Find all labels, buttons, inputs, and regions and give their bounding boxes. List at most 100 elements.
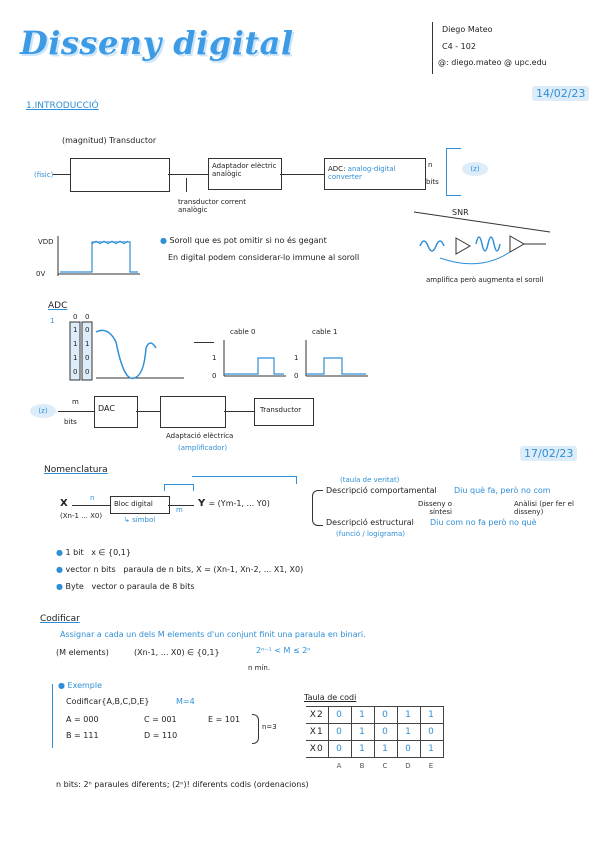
- adc-bit-top-2: 0: [85, 313, 90, 321]
- magnitud-label: (magnitud) Transductor: [62, 136, 157, 145]
- table-cell: 1: [350, 706, 375, 724]
- adc-sampling-graph: [69, 321, 184, 381]
- arrow-line: [224, 411, 254, 412]
- col-label: C: [382, 762, 389, 770]
- brace-shape: [164, 484, 194, 491]
- brace-shape: [252, 714, 259, 744]
- n3-label: n=3: [262, 723, 277, 731]
- bullet-key: vector n bits: [65, 565, 116, 574]
- bullet-1bit: ● 1 bit x ∈ {0,1}: [56, 548, 131, 557]
- col-label: D: [405, 762, 412, 770]
- table-cell: 1: [396, 723, 421, 741]
- snr-amplifier-diagram: [413, 211, 551, 265]
- adc-bit: 1: [73, 354, 78, 362]
- table-row: X2 0 1 0 1 1: [306, 706, 444, 724]
- adaptador-label: Adaptador elèctric analògic: [212, 162, 277, 178]
- fisic-label: (fisic): [34, 171, 54, 179]
- cable1-label: cable 1: [312, 328, 338, 336]
- adc-desc: analog-digital converter: [328, 165, 396, 181]
- vdd-label: VDD: [38, 238, 54, 246]
- bracket-shape: [312, 490, 323, 526]
- adc-bit-top-1: 0: [73, 313, 78, 321]
- page-title: Disseny digital: [20, 24, 294, 62]
- comportamental-label: Descripció comportamental: [326, 486, 437, 495]
- section-heading-intro: 1.INTRODUCCIÓ: [26, 101, 99, 111]
- m-elements-label: (M elements): [56, 648, 109, 657]
- bullet-byte: ● Byte vector o paraula de 8 bits: [56, 582, 195, 591]
- taula-label: (taula de veritat): [340, 476, 400, 484]
- disseny-sintesi: Disseny o síntesi: [417, 500, 452, 516]
- dac-box: [94, 396, 138, 428]
- table-cell: 1: [373, 740, 398, 758]
- row-label: X0: [306, 740, 329, 758]
- dac-circle-label: (z): [30, 404, 56, 418]
- row-label: X1: [306, 723, 329, 741]
- adc-label: ADC: analog-digital converter: [328, 165, 422, 181]
- table-row: X1 0 1 0 1 0: [306, 723, 444, 741]
- code-table: X2 0 1 0 1 1 X1 0 1 0 1 0 X0 0 1 1 0 1 A…: [306, 706, 444, 774]
- table-cell: 0: [327, 740, 352, 758]
- bullet-val: paraula de n bits, X = (Xn-1, Xn-2, ... …: [123, 565, 304, 574]
- table-cell: 0: [373, 723, 398, 741]
- table-cell: 0: [327, 723, 352, 741]
- dac-m-label: m: [72, 398, 79, 406]
- cable1-graph: [305, 340, 368, 377]
- arrow-line: [72, 505, 110, 506]
- codificar-desc: Assignar a cada un dels M elements d'un …: [60, 630, 366, 639]
- bullet-key: Byte: [65, 582, 84, 591]
- n-input-label: n: [90, 494, 95, 502]
- codificar-footer: n bits: 2ⁿ paraules diferents; (2ⁿ)! dif…: [56, 780, 309, 789]
- transductor-note: transductor corrent analògic: [178, 198, 246, 214]
- table-cell: 1: [350, 740, 375, 758]
- dac-label: DAC: [98, 404, 115, 413]
- codificar-ineq: 2ⁿ⁻¹ < M ≤ 2ⁿ: [256, 646, 311, 655]
- bracket-shape: [446, 148, 461, 196]
- col-label: E: [428, 762, 435, 770]
- funcio-label: (funció / logigrama): [336, 530, 406, 538]
- soroll-text: Soroll que es pot omitir si no és gegant: [169, 236, 327, 245]
- cable0-label: cable 0: [230, 328, 256, 336]
- transductor-out-label: Transductor: [260, 406, 302, 414]
- circle-label: (z): [462, 162, 488, 176]
- exemple-label: ● Exemple: [58, 681, 103, 690]
- amplificador-label: (amplificador): [178, 444, 228, 452]
- nomenclatura-heading: Nomenclatura: [44, 465, 108, 475]
- email: @: diego.mateo @ upc.edu: [438, 58, 547, 67]
- bloc-digital-label: Bloc digital: [114, 500, 153, 508]
- adc-bit: 0: [85, 326, 90, 334]
- header-info-divider: [432, 22, 433, 74]
- table-cell: 0: [396, 740, 421, 758]
- taula-title: Taula de codi: [304, 693, 357, 702]
- transductor-box: [70, 158, 170, 192]
- soroll-note: ● Soroll que es pot omitir si no és gega…: [160, 236, 327, 245]
- snr-label: SNR: [452, 208, 469, 217]
- arrow-right-icon: [194, 342, 214, 343]
- n-min-label: n mín.: [248, 664, 271, 672]
- code-b: B = 111: [66, 731, 99, 740]
- codificar-heading: Codificar: [40, 614, 80, 624]
- adc-bit: 1: [85, 340, 90, 348]
- table-cell: [306, 758, 328, 775]
- adc-bit: 0: [85, 368, 90, 376]
- arrow-line: [192, 476, 296, 477]
- noise-signal-graph: [57, 236, 140, 276]
- exemple-bar: [52, 684, 53, 748]
- fa-que-note: Diu què fa, però no com: [454, 486, 551, 495]
- table-footer-row: A B C D E: [306, 758, 443, 775]
- arrow-line: [58, 411, 94, 412]
- codificar-expr: (Xn-1, ... X0) ∈ {0,1}: [134, 648, 220, 657]
- x-vector: (Xn-1 ... X0): [60, 512, 103, 520]
- bullet-val: x ∈ {0,1}: [91, 548, 131, 557]
- cable0-graph: [223, 340, 286, 377]
- code-e: E = 101: [208, 715, 241, 724]
- simbol-label: ↳ símbol: [124, 516, 156, 524]
- adc-bit: 0: [85, 354, 90, 362]
- arrow-line: [168, 174, 208, 175]
- adaptacio-box: [160, 396, 226, 428]
- adc-bit: 1: [73, 326, 78, 334]
- row-label: X2: [306, 706, 329, 724]
- col-label: B: [359, 762, 366, 770]
- amplifica-note: amplifica però augmenta el soroll: [426, 276, 544, 284]
- codificar-set: Codificar{A,B,C,D,E}: [66, 697, 150, 706]
- table-cell: 1: [419, 706, 444, 724]
